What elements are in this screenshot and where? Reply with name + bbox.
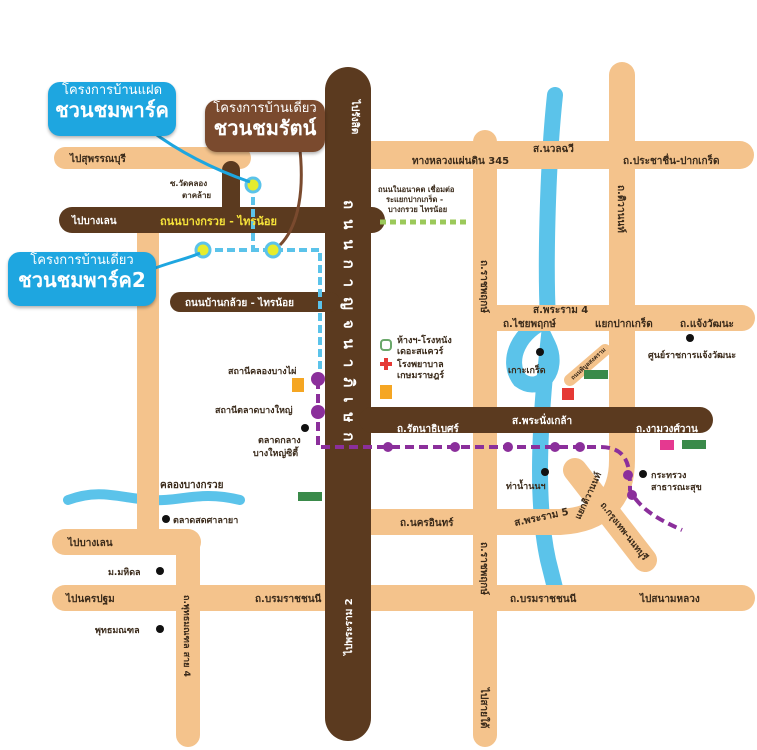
label-central-bangyai-2: บางใหญ่ซิตี้ (253, 446, 299, 459)
the-square-icon (380, 339, 392, 351)
label-to-rama2: ไปพระราม 2 (342, 598, 355, 656)
callout-chuanchom-rat: โครงการบ้านเดี่ยว ชวนชมรัตน์ (205, 100, 325, 152)
label-future-road-3: บางกรวย ไทรน้อย (388, 204, 447, 214)
callout-pointer (149, 128, 251, 184)
label-phutthamonthon: พุทธมณฑล (95, 626, 140, 636)
label-bangkok-nonthaburi: ถ.กรุงเทพ-นนทบุรี (598, 500, 650, 563)
callout-title: ชวนชมรัตน์ (213, 115, 317, 140)
label-talad-sala-ya: ตลาดสดศาลายา (173, 516, 238, 526)
label-borommaratchachonnani-1: ถ.บรมราชชนนี (255, 593, 322, 605)
callout-subtitle: โครงการบ้านแฝด (61, 83, 163, 98)
label-future-road-2: ระแยกปากเกร็ด - (386, 194, 443, 204)
label-chaengwattana: ถ.แจ้งวัฒนะ (680, 318, 734, 330)
label-chaiyaphruek: ถ.ไชยพฤกษ์ (503, 317, 556, 330)
label-chaengwattana-center: ศูนย์ราชการแจ้งวัฒนะ (648, 349, 736, 361)
label-station-talad-bangyai: สถานีตลาดบางใหญ่ (215, 404, 293, 416)
label-bankluai-sainoi: ถนนบ้านกล้วย - ไทรน้อย (185, 296, 294, 309)
label-hospital-1: โรงพยาบาล (396, 358, 444, 370)
station-talad-bangyai (311, 405, 325, 419)
label-koh-kret: เกาะเกร็ด (508, 363, 546, 376)
label-rama4: ส.พระราม 4 (533, 305, 588, 316)
label-to-sanamluang: ไปสนามหลวง (639, 592, 700, 605)
label-pakkret-junction: แยกปากเกร็ด (595, 316, 653, 330)
label-mahidol: ม.มหิดล (108, 567, 141, 578)
label-station-khlong-bangphai: สถานีคลองบางไผ่ (228, 365, 296, 377)
purple-station (383, 442, 393, 452)
callout-title: ชวนชมพาร์ค (55, 97, 169, 122)
callout-pointer (278, 149, 303, 247)
label-soi-wat2: ตาคล้าย (182, 190, 211, 200)
label-the-square-2: เดอะสแควร์ (397, 345, 444, 357)
ministry-marker (639, 470, 647, 478)
callout-subtitle: โครงการบ้านเดี่ยว (213, 101, 317, 116)
label-ministry-1: กระทรวง (651, 471, 686, 481)
mall-logo-icon (660, 440, 674, 450)
blue-line-route (203, 185, 322, 380)
label-borommaratchachonnani-2: ถ.บรมราชชนนี (510, 593, 577, 605)
store-logo-icon (380, 385, 392, 399)
lotus-logo-icon (682, 440, 706, 449)
label-tiwanon: ถ.ติวานนท์ (615, 185, 627, 233)
label-kanchanaphisek: ถนนกาญจนาภิเษก (340, 200, 358, 451)
project-marker-chuanchom-rat (264, 241, 282, 259)
chaengwattana-center-marker (686, 334, 694, 342)
label-highway345: ทางหลวงแผ่นดิน 345 (412, 155, 509, 167)
chao-phraya-river (506, 87, 566, 608)
label-to-saitai: ไปสายใต้ (478, 687, 491, 728)
label-phutthamonthon4: ถ.พุทธมณฑล สาย 4 (181, 595, 191, 677)
purple-station (450, 442, 460, 452)
label-tha-nam-non: ท่าน้ำนนฯ (506, 479, 546, 492)
store-logo-icon (292, 378, 304, 392)
station-khlong-bangphai (311, 372, 325, 386)
label-hospital-2: เกษมราษฎร์ (397, 369, 444, 381)
callout-chuanchom-park: โครงการบ้านแฝด ชวนชมพาร์ค (48, 82, 176, 136)
purple-station (575, 442, 585, 452)
mahidol-marker (156, 567, 164, 575)
label-rattanathibet: ถ.รัตนาธิเบศร์ (397, 423, 459, 435)
purple-line-route (316, 380, 683, 532)
label-to-rangsit: ไปรังสิต (349, 99, 362, 134)
callout-subtitle: โครงการบ้านเดี่ยว (30, 253, 134, 268)
lotus-logo-icon (298, 492, 322, 501)
label-the-square-1: ห้างฯ-โรงหนัง (397, 334, 452, 346)
label-to-nakhonpathom: ไปนครปฐม (65, 592, 115, 605)
callout-chuanchom-park2: โครงการบ้านเดี่ยว ชวนชมพาร์ค2 (8, 252, 156, 306)
phutthamonthon-marker (156, 625, 164, 633)
label-future-road-1: ถนนในอนาคต เชื่อมต่อ (378, 183, 454, 194)
koh-kret-marker (536, 348, 544, 356)
label-central-bangyai-1: ตลาดกลาง (258, 436, 301, 446)
purple-station (550, 442, 560, 452)
lotus-logo-icon (584, 370, 608, 379)
tha-nam-non-marker (541, 468, 549, 476)
central-bangyai-marker (301, 424, 309, 432)
purple-station (623, 470, 633, 480)
label-ratchaphruek: ถ.ราชพฤกษ์ (478, 260, 490, 313)
label-to-suphanburi: ไปสุพรรณบุรี (69, 152, 126, 165)
callout-title: ชวนชมพาร์ค2 (18, 267, 146, 292)
label-phranangklao: ส.พระนั่งเกล้า (512, 413, 572, 427)
label-soi-wat: ซ.วัดคลอง (170, 179, 207, 188)
purple-station (627, 490, 637, 500)
label-nakhon-in: ถ.นครอินทร์ (400, 517, 454, 529)
label-khlong-bangkruai: คลองบางกรวย (160, 480, 224, 491)
mall-logo-icon (562, 388, 574, 400)
road-bangkok-nonthaburi (563, 458, 657, 572)
purple-station (503, 442, 513, 452)
hospital-cross-icon (380, 358, 392, 370)
label-ratchaphruek-2: ถ.ราชพฤกษ์ (478, 542, 490, 595)
road-phibun (564, 344, 611, 386)
label-to-banglen-2: ไปบางเลน (67, 536, 113, 549)
label-nawalchawee: ส.นวลฉวี (533, 143, 574, 155)
label-ngamwongwan: ถ.งามวงศ์วาน (636, 423, 698, 435)
talad-sala-ya-marker (162, 515, 170, 523)
label-to-banglen-1: ไปบางเลน (71, 214, 117, 227)
label-bangkruai-sainoi: ถนนบางกรวย - ไทรน้อย (160, 214, 277, 228)
label-ministry-2: สาธารณะสุข (651, 483, 702, 493)
label-pracha-chuen: ถ.ประชาชื่น-ปากเกร็ด (623, 153, 719, 167)
